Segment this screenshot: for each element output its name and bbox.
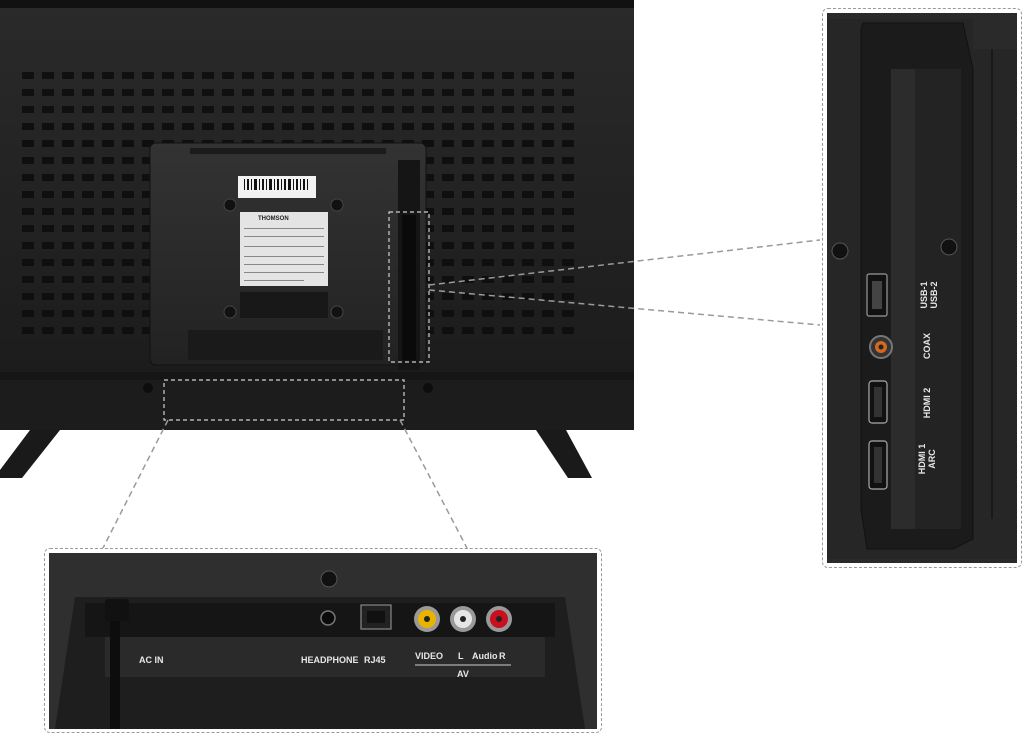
brand-logo: THOMSON <box>258 216 289 222</box>
av-label: AV <box>457 669 469 679</box>
rj45-label: RJ45 <box>364 655 386 665</box>
side-panel-illustration <box>827 13 1017 563</box>
audio-label: Audio <box>472 651 498 661</box>
coax-label: COAX <box>922 333 932 360</box>
ac-in-label: AC IN <box>139 655 164 665</box>
bottom-port-highlight <box>163 379 405 421</box>
audio-r-label: R <box>499 651 506 661</box>
video-label: VIDEO <box>415 651 444 661</box>
side-port-highlight <box>388 211 430 363</box>
hdmi2-label: HDMI 2 <box>922 387 932 419</box>
tv-body <box>0 0 634 478</box>
bottom-panel-callout: AC IN HEADPHONE RJ45 VIDEO L Audio R AV <box>44 548 602 733</box>
bottom-panel-illustration <box>49 553 597 729</box>
headphone-label: HEADPHONE <box>301 655 359 665</box>
audio-l-label: L <box>458 651 464 661</box>
